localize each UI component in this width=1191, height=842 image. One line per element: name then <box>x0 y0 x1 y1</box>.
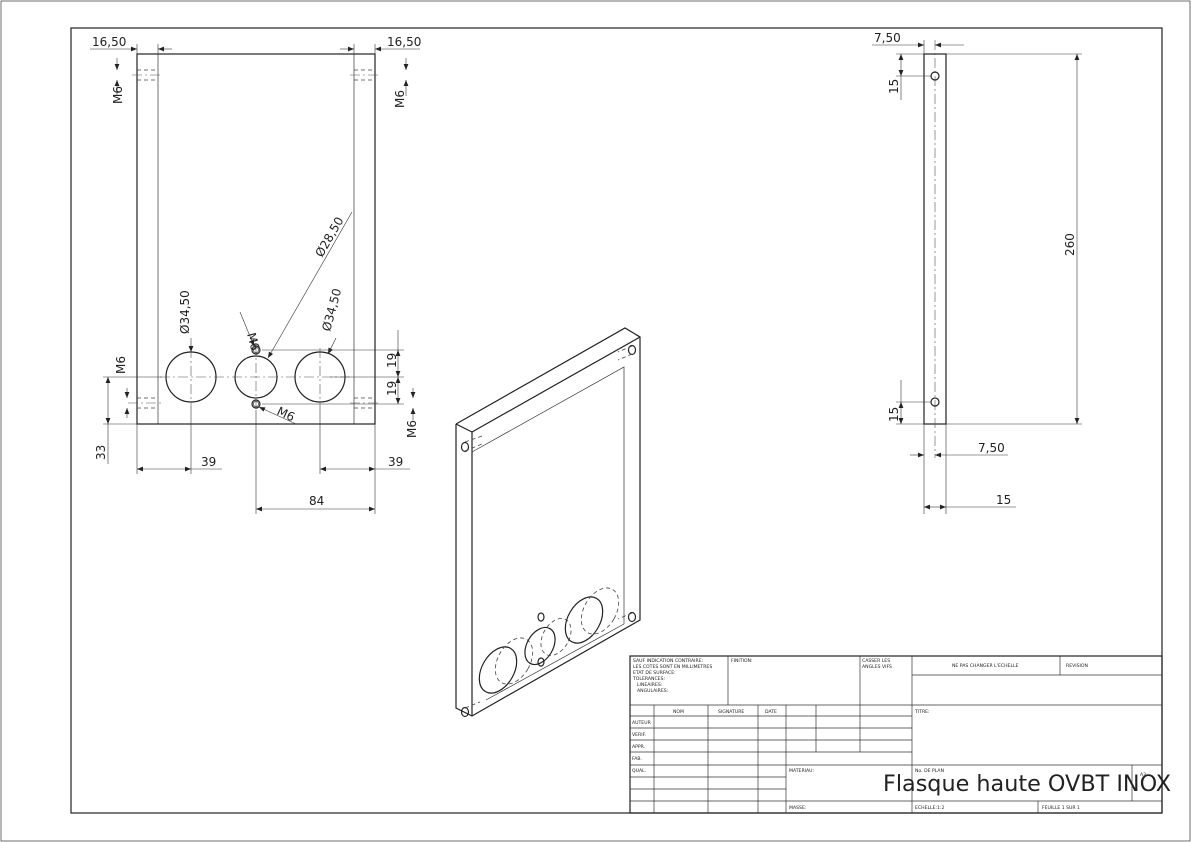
title-block: SAUF INDICATION CONTRAIRE: LES COTES SON… <box>629 655 1171 814</box>
dim-thickness-top: 7,50 <box>874 31 901 45</box>
dim-hole-top: 15 <box>887 79 901 94</box>
tb-masse: MASSE: <box>789 805 807 811</box>
tapped-hole-lower <box>251 399 261 409</box>
tb-sauf-4: TOLERANCES: <box>632 676 665 682</box>
label-thread-upper: M6 <box>244 331 262 352</box>
tb-revision: REVISION <box>1066 663 1088 669</box>
tapped-hole-upper <box>251 345 261 355</box>
label-thread-top-left: M6 <box>111 86 125 104</box>
label-bore-right: Ø34,50 <box>319 287 344 333</box>
tb-sauf-2: LES COTES SONT EN MILLIMETRES <box>633 664 712 670</box>
dim-left-39: 39 <box>201 455 216 469</box>
label-thread-bottom-left: M6 <box>114 356 128 374</box>
dim-right-39: 39 <box>388 455 403 469</box>
dim-edge-right: 16,50 <box>387 35 421 49</box>
tapped-hole-top-left <box>132 69 162 81</box>
tb-col-date: DATE <box>765 709 777 715</box>
label-thread-lower: M6 <box>275 404 297 424</box>
tb-format: A3 <box>1140 772 1146 778</box>
side-dimensions: 7,50 15 260 15 7,50 15 <box>872 31 1082 514</box>
dim-height-33: 33 <box>94 445 108 460</box>
tb-row-auteur: AUTEUR <box>632 720 652 726</box>
isometric-view <box>455 327 641 718</box>
tb-row-appr: APPR. <box>632 744 645 750</box>
bore-center <box>234 355 278 399</box>
tb-casser-2: ANGLES VIFS <box>862 664 892 670</box>
drawing-title: Flasque haute OVBT INOX <box>883 772 1171 797</box>
tb-row-qual: QUAL. <box>632 768 646 774</box>
tb-sauf-6: ANGULAIRES: <box>637 688 669 694</box>
tb-col-nom: NOM <box>673 709 684 715</box>
label-thread-bottom-right: M6 <box>405 420 419 438</box>
tb-casser-1: CASSER LES <box>862 658 890 664</box>
tb-sauf-3: ETAT DE SURFACE: <box>633 670 676 676</box>
tb-row-verif: VERIF. <box>632 732 646 738</box>
dim-thickness-bottom: 7,50 <box>978 441 1005 455</box>
label-bore-left: Ø34,50 <box>178 290 192 334</box>
dim-spacing-down: 19 <box>385 381 399 396</box>
tb-echelle: ECHELLE:1:2 <box>915 805 945 811</box>
tb-row-fab: FAB. <box>632 756 642 762</box>
tb-no-de-plan: No. DE PLAN <box>915 768 944 774</box>
tb-ne-pas-changer: NE PAS CHANGER L'ECHELLE <box>952 663 1019 669</box>
tapped-hole-bottom-right <box>350 397 380 409</box>
dim-width-84: 84 <box>309 494 324 508</box>
tapped-hole-top-right <box>350 69 380 81</box>
front-dimensions: 16,50 16,50 M6 M6 M6 M6 33 Ø34,50 <box>90 35 421 514</box>
label-thread-top-right: M6 <box>393 90 407 108</box>
tb-titre: TITRE: <box>914 709 930 715</box>
dim-hole-bottom: 15 <box>887 407 901 422</box>
tapped-hole-bottom-left <box>128 397 162 409</box>
dim-width-15: 15 <box>996 493 1011 507</box>
tb-feuille: FEUILLE 1 SUR 1 <box>1042 805 1080 811</box>
dim-height-260: 260 <box>1063 233 1077 256</box>
side-view <box>923 40 947 458</box>
tb-col-signature: SIGNATURE <box>718 709 744 715</box>
tb-finition: FINITION: <box>731 658 753 664</box>
tb-sauf-5: LINEAIRES: <box>637 682 663 688</box>
front-view <box>128 53 380 425</box>
dim-spacing-up: 19 <box>385 353 399 368</box>
label-bore-center: Ø28,50 <box>312 215 346 260</box>
tb-sauf-1: SAUF INDICATION CONTRAIRE: <box>633 658 704 664</box>
sheet-frame <box>70 27 1163 814</box>
dim-edge-left: 16,50 <box>92 35 126 49</box>
tb-materiau: MATERIAU: <box>789 768 815 774</box>
